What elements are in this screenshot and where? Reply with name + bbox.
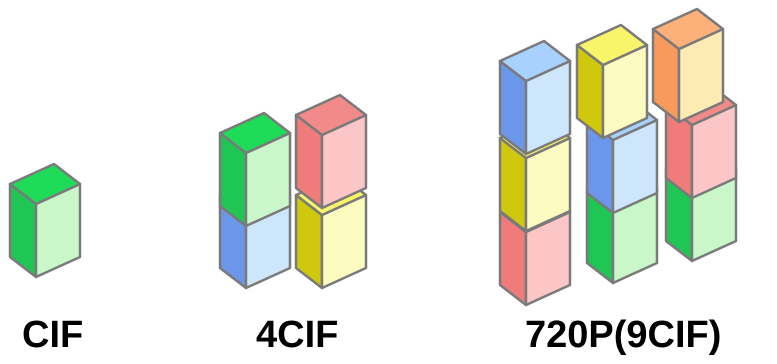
cif-label: CIF	[22, 316, 83, 354]
cube-green	[220, 113, 290, 226]
cube-orange	[653, 9, 723, 122]
4cif-cube-group	[220, 95, 366, 288]
720p-cube-group	[500, 9, 736, 305]
cube-yellow	[577, 25, 647, 138]
4cif-label: 4CIF	[256, 316, 338, 354]
cif-cube-group	[10, 164, 80, 277]
cube-green	[10, 164, 80, 277]
cube-red	[296, 95, 366, 208]
720p-label: 720P(9CIF)	[525, 316, 721, 354]
cube-blue	[500, 41, 570, 154]
